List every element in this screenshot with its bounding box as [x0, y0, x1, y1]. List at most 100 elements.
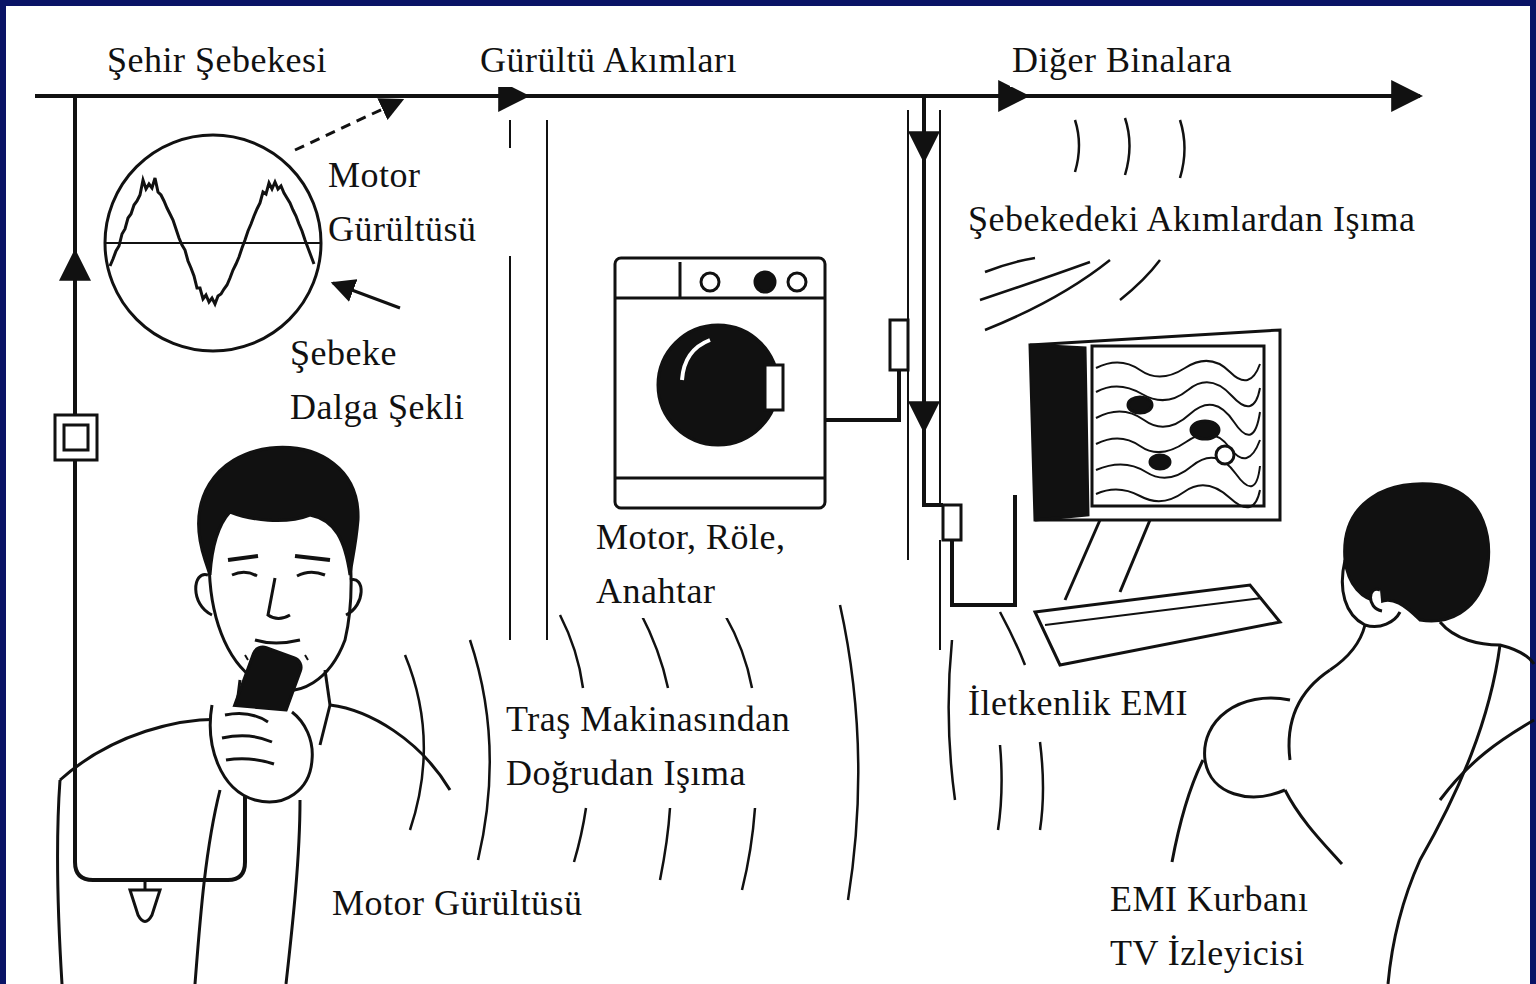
tv-viewer: [1345, 484, 1489, 621]
man-shaving: [228, 556, 258, 560]
television: [1092, 346, 1264, 506]
television: [1096, 361, 1260, 380]
waveform-scope: [105, 242, 321, 244]
television: [1128, 397, 1152, 413]
man-shaving: [195, 790, 220, 984]
washing-machine: [682, 340, 710, 380]
washing-machine: [765, 365, 783, 410]
figure-label: Motor Gürültüsü: [330, 876, 585, 930]
mains-wire: [922, 400, 926, 430]
television: [1035, 585, 1280, 665]
television: [1096, 405, 1260, 435]
figure-label: Şehir Şebekesi: [105, 33, 329, 87]
washing-machine: [615, 258, 825, 508]
television: [1096, 458, 1260, 487]
radiation-arcs: [980, 262, 1090, 300]
radiation-arcs: [640, 612, 668, 688]
figure-label: Şebeke Dalga Şekli: [288, 326, 476, 434]
washing-machine: [788, 273, 806, 291]
man-shaving: [199, 447, 358, 575]
washing-machine: [755, 272, 775, 292]
figure-label: Şebekedeki Akımlardan Işıma: [966, 192, 1417, 246]
wall-lines: [546, 120, 548, 640]
radiation-arcs: [560, 615, 583, 688]
television: [1120, 520, 1150, 592]
man-shaving: [320, 705, 330, 745]
mains-wire: [1000, 94, 1027, 98]
radiation-arcs: [985, 258, 1035, 272]
pointer-arrow: [295, 100, 402, 150]
wall-outlet: [64, 425, 88, 450]
man-shaving: [330, 705, 450, 790]
wall-lines: [939, 540, 941, 650]
radiation-arcs: [1040, 742, 1043, 830]
pointer-arrow: [333, 283, 400, 308]
tv-viewer: [1440, 720, 1534, 800]
man-shaving: [232, 572, 257, 576]
tv-viewer: [1205, 698, 1290, 797]
radiation-arcs: [470, 640, 490, 860]
radiation-arcs: [985, 260, 1110, 330]
man-shaving: [222, 736, 272, 742]
wall-outlet: [55, 415, 97, 460]
radiation-arcs: [574, 808, 586, 862]
radiation-arcs: [1000, 612, 1025, 665]
wall-lines: [510, 110, 940, 650]
television: [1030, 330, 1280, 520]
washing-machine: [615, 297, 825, 300]
figure-label: Traş Makinasından Doğrudan Işıma: [504, 692, 848, 800]
man-shaving: [210, 705, 312, 802]
mains-wire: [825, 370, 899, 420]
figure-label: Diğer Binalara: [1010, 33, 1234, 87]
mains-wire: [922, 130, 926, 160]
waveform-scope: [105, 135, 321, 351]
wall-outlet: [943, 505, 961, 540]
radiation-arcs: [742, 808, 755, 890]
radiation-arcs: [725, 615, 752, 688]
radiation-arcs: [998, 745, 1002, 830]
television: [1096, 485, 1260, 507]
man-shaving: [295, 556, 330, 560]
radiation-arcs: [1180, 120, 1185, 178]
mains-wire: [35, 96, 1420, 880]
television: [1065, 520, 1100, 600]
radiation-arcs: [1120, 260, 1160, 300]
television: [1030, 345, 1088, 520]
tv-viewer: [1371, 589, 1383, 611]
man-shaving: [255, 640, 300, 643]
man-shaving: [57, 780, 62, 984]
washing-machine: [658, 325, 778, 445]
plug-symbol: [130, 880, 160, 922]
plug-symbol: [130, 890, 160, 922]
television: [1150, 455, 1170, 469]
man-shaving: [268, 578, 290, 619]
television: [1191, 421, 1219, 439]
washing-machine: [615, 258, 825, 508]
television: [1216, 446, 1234, 464]
figure-label: Gürültü Akımları: [478, 33, 739, 87]
washing-machine: [679, 262, 682, 298]
mains-wire: [35, 94, 1420, 98]
television: [1030, 330, 1280, 665]
figure-label: EMI Kurbanı TV İzleyicisi: [1108, 872, 1344, 980]
washing-machine: [701, 273, 719, 291]
waveform-scope: [105, 135, 321, 351]
wall-outlet: [890, 320, 908, 370]
man-shaving: [297, 572, 325, 576]
radiation-arcs: [949, 640, 955, 800]
waveform-scope: [110, 178, 314, 304]
radiation-arcs: [660, 808, 670, 880]
figure-label: Motor Gürültüsü: [326, 148, 515, 256]
tv-viewer: [1285, 790, 1342, 864]
mains-wire: [924, 96, 943, 505]
washing-machine: [615, 477, 825, 480]
man-shaving: [325, 670, 330, 705]
man-shaving: [225, 714, 268, 722]
man-shaving: [286, 800, 300, 984]
man-shaving: [346, 579, 361, 615]
tv-viewer: [1330, 625, 1365, 670]
tv-viewer: [1172, 760, 1203, 862]
mains-wire: [73, 252, 77, 280]
